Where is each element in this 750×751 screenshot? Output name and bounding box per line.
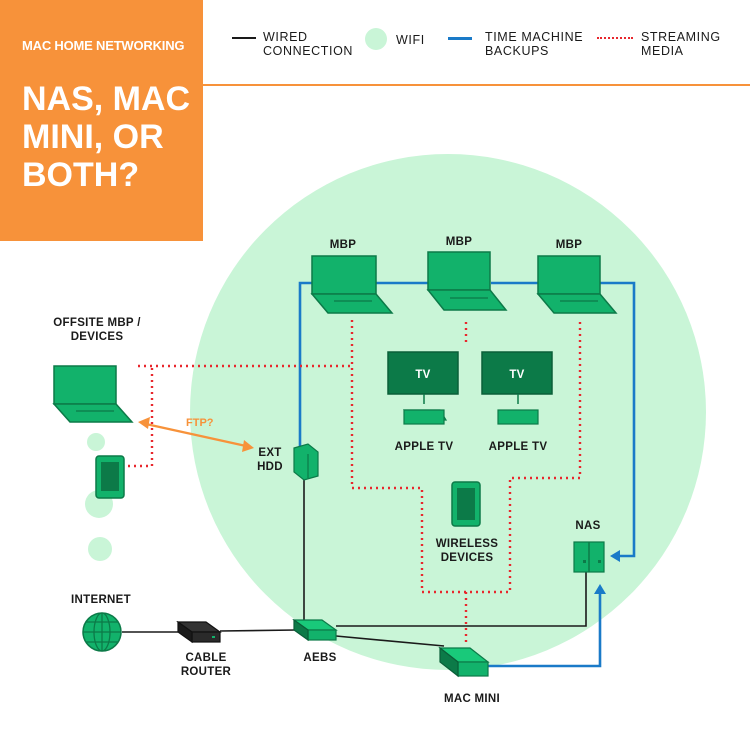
legend-wired-swatch xyxy=(232,37,256,39)
ext-hdd xyxy=(293,443,319,481)
headline-text: NAS, MAC MINI, OR BOTH? xyxy=(22,80,191,194)
streaming-media xyxy=(128,320,582,646)
legend-wired-label: WIRED CONNECTION xyxy=(263,30,354,58)
cable-router-label: CABLE ROUTER xyxy=(180,652,232,678)
wireless-devices-label: WIRELESS DEVICES xyxy=(435,538,499,564)
legend-streaming-swatch xyxy=(597,37,633,39)
wired-connections xyxy=(122,475,587,647)
ftp-arrow-left xyxy=(138,417,150,429)
ftp-arrow-right xyxy=(242,440,254,452)
offsite-label: OFFSITE MBP / DEVICES xyxy=(53,317,141,343)
offsite-phone xyxy=(95,455,125,499)
time-machine-backups xyxy=(298,281,636,668)
cable-router xyxy=(176,620,222,644)
wifi-dot-1 xyxy=(87,433,105,451)
apple-tv-label-2: APPLE TV xyxy=(488,441,548,453)
arrow-to-nas-1 xyxy=(610,550,620,562)
mbp-laptop-2 xyxy=(426,251,508,311)
tv-label-2: TV xyxy=(509,369,525,381)
mbp-laptop-1 xyxy=(310,255,394,314)
nas-device xyxy=(573,541,605,573)
mbp-label-2: MBP xyxy=(445,236,473,248)
internet-label: INTERNET xyxy=(71,594,131,606)
mbp-label-1: MBP xyxy=(329,239,357,251)
apple-tv-box-1 xyxy=(402,409,448,425)
tv-1 xyxy=(387,351,459,395)
legend-time-machine-swatch xyxy=(448,37,472,40)
legend-streaming-label: STREAMING MEDIA xyxy=(641,30,721,58)
legend-divider xyxy=(203,84,750,86)
legend-time-machine-label: TIME MACHINE BACKUPS xyxy=(485,30,584,58)
arrow-to-nas-2 xyxy=(594,584,606,594)
ext-hdd-label: EXT HDD xyxy=(257,447,283,473)
ftp-label: FTP? xyxy=(186,417,214,429)
kicker-text: MAC HOME NETWORKING xyxy=(22,38,185,53)
apple-tv-box-2 xyxy=(497,409,539,425)
mac-mini-label: MAC MINI xyxy=(443,693,501,705)
title-box: MAC HOME NETWORKING NAS, MAC MINI, OR BO… xyxy=(0,0,203,241)
offsite-laptop xyxy=(52,365,134,423)
mbp-label-3: MBP xyxy=(555,239,583,251)
internet-globe xyxy=(82,612,122,652)
mac-mini xyxy=(438,646,490,678)
aebs-router xyxy=(292,618,338,642)
tv-label-1: TV xyxy=(415,369,431,381)
apple-tv-label-1: APPLE TV xyxy=(394,441,454,453)
mbp-laptop-3 xyxy=(536,255,618,314)
ftp-link xyxy=(145,422,247,448)
wifi-dot-3 xyxy=(88,537,112,561)
wireless-tablet xyxy=(451,481,481,527)
legend-wifi-label: WIFI xyxy=(396,33,425,47)
legend-wifi-swatch xyxy=(365,28,387,50)
tv-2 xyxy=(481,351,553,395)
nas-label: NAS xyxy=(575,520,601,532)
aebs-label: AEBS xyxy=(303,652,337,664)
